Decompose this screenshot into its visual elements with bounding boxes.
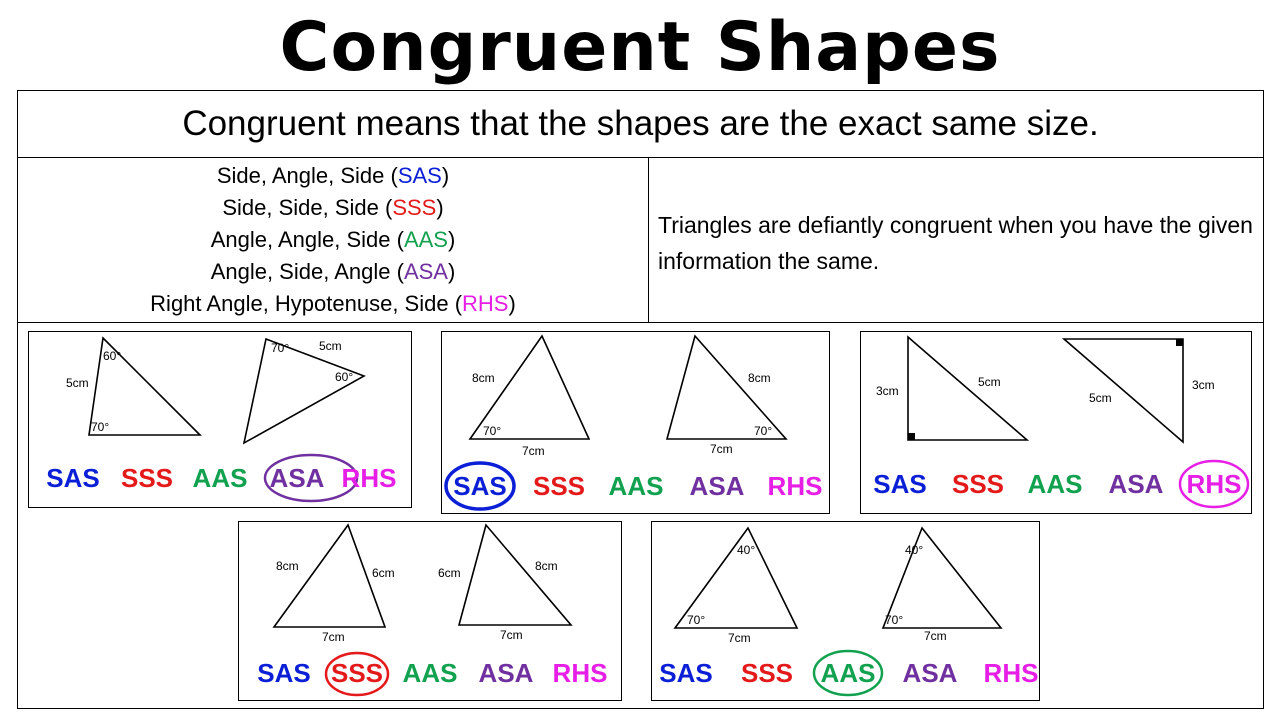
option-rhs: RHS [768, 471, 823, 501]
triangle-shape [881, 526, 1003, 629]
rule-abbr: SAS [397, 162, 442, 188]
angle-label: 60° [103, 349, 121, 363]
example-box-sss: 8cm 6cm 7cm 6cm 8cm 7cm SAS SSS AAS ASA … [238, 521, 622, 701]
triangle-shape [1061, 338, 1184, 444]
option-sss: SSS [741, 658, 793, 688]
option-aas: AAS [193, 463, 248, 493]
triangle-shape [665, 334, 788, 440]
angle-label: 60° [335, 370, 353, 384]
side-label: 7cm [522, 444, 545, 458]
option-aas: AAS [609, 471, 664, 501]
info-table: Congruent means that the shapes are the … [17, 90, 1264, 709]
side-label: 6cm [438, 566, 461, 580]
congruence-note: Triangles are defiantly congruent when y… [658, 212, 1253, 274]
answer-circle [263, 453, 359, 503]
option-sss: SSS [331, 658, 383, 688]
angle-label: 40° [737, 543, 755, 557]
rule-abbr: ASA [403, 258, 448, 284]
right-angle-marker [1176, 339, 1183, 346]
option-aas: AAS [821, 658, 876, 688]
option-aas: AAS [1028, 469, 1083, 499]
side-label: 5cm [978, 375, 1001, 389]
option-sas: SAS [453, 471, 506, 501]
option-asa: ASA [903, 658, 958, 688]
triangle-shape [88, 336, 202, 436]
triangle-shape [272, 523, 387, 628]
rule-abbr: RHS [462, 290, 509, 316]
option-asa: ASA [270, 463, 325, 493]
rules-list: Side, Angle, Side (SAS) Side, Side, Side… [18, 157, 649, 322]
example-box-aas: 40° 70° 7cm 40° 70° 7cm SAS SSS AAS ASA … [651, 521, 1040, 701]
angle-label: 70° [271, 341, 289, 355]
rule-abbr: SSS [392, 194, 437, 220]
option-aas: AAS [403, 658, 458, 688]
rule-abbr: AAS [403, 226, 448, 252]
option-sss: SSS [952, 469, 1004, 499]
example-box-asa: 60° 5cm 70° 70° 5cm 60° SAS SSS AAS ASA … [28, 331, 412, 508]
side-label: 3cm [1192, 378, 1215, 392]
option-asa: ASA [690, 471, 745, 501]
angle-label: 70° [483, 424, 501, 438]
answer-circle [812, 649, 884, 697]
option-rhs: RHS [553, 658, 608, 688]
side-label: 7cm [924, 629, 947, 643]
side-label: 8cm [472, 371, 495, 385]
option-sas: SAS [659, 658, 712, 688]
definition-row: Congruent means that the shapes are the … [18, 91, 1263, 158]
side-label: 5cm [1089, 391, 1112, 405]
option-rhs: RHS [1187, 469, 1242, 499]
triangle-shape [457, 523, 573, 626]
angle-label: 70° [91, 420, 109, 434]
page-title: Congruent Shapes [279, 8, 1001, 87]
option-rhs: RHS [342, 463, 397, 493]
option-asa: ASA [479, 658, 534, 688]
option-sas: SAS [873, 469, 926, 499]
rule-asa: Angle, Side, Angle (ASA) [210, 258, 456, 284]
option-rhs: RHS [984, 658, 1039, 688]
example-box-sas: 8cm 70° 7cm 8cm 70° 7cm SAS SSS AAS ASA … [441, 331, 830, 514]
side-label: 6cm [372, 566, 395, 580]
option-sas: SAS [257, 658, 310, 688]
right-angle-marker [908, 433, 915, 440]
angle-label: 70° [885, 613, 903, 627]
side-label: 5cm [319, 339, 342, 353]
triangle-shape [673, 526, 799, 629]
option-sas: SAS [46, 463, 99, 493]
rule-aas: Angle, Angle, Side (AAS) [210, 226, 456, 252]
side-label: 7cm [322, 630, 345, 644]
option-sss: SSS [533, 471, 585, 501]
side-label: 8cm [535, 559, 558, 573]
side-label: 3cm [876, 384, 899, 398]
answer-circle [324, 651, 390, 697]
angle-label: 40° [905, 543, 923, 557]
rule-sss: Side, Side, Side (SSS) [222, 194, 444, 220]
side-label: 8cm [276, 559, 299, 573]
answer-circle [444, 461, 516, 511]
angle-label: 70° [687, 613, 705, 627]
rule-rhs: Right Angle, Hypotenuse, Side (RHS) [150, 290, 516, 316]
example-box-rhs: 3cm 5cm 5cm 3cm SAS SSS AAS ASA RHS [860, 331, 1252, 514]
angle-label: 70° [754, 424, 772, 438]
triangle-shape [907, 335, 1030, 441]
triangle-shape [468, 334, 591, 440]
option-sss: SSS [121, 463, 173, 493]
option-asa: ASA [1109, 469, 1164, 499]
side-label: 8cm [748, 371, 771, 385]
rules-row: Side, Angle, Side (SAS) Side, Side, Side… [18, 157, 1263, 323]
definition-text: Congruent means that the shapes are the … [182, 104, 1099, 143]
side-label: 7cm [728, 631, 751, 645]
side-label: 7cm [710, 442, 733, 456]
answer-circle [1178, 459, 1250, 509]
rule-sas: Side, Angle, Side (SAS) [216, 162, 450, 188]
side-label: 5cm [66, 376, 89, 390]
side-label: 7cm [500, 628, 523, 642]
triangle-shape [242, 337, 366, 445]
